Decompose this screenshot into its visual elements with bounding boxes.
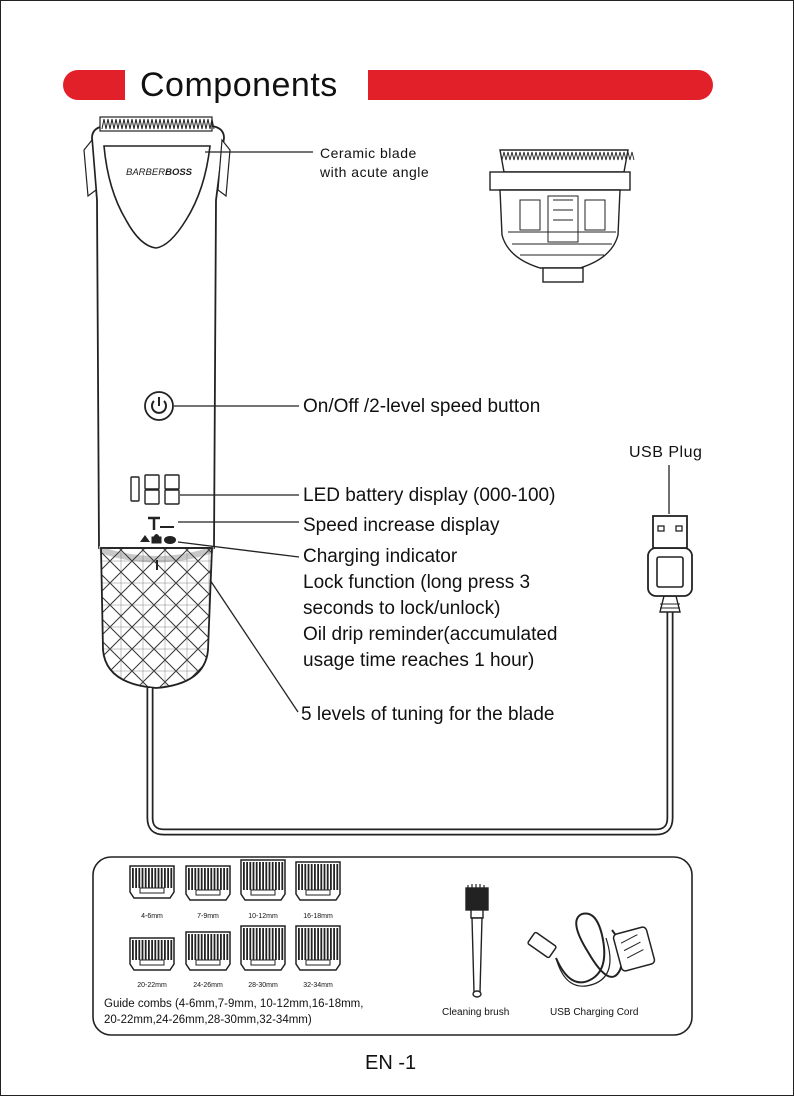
guide-comb-icon [240,859,286,901]
indicator-callout-line5: usage time reaches 1 hour) [303,650,535,671]
indicator-callout-line2: Lock function (long press 3 [303,572,531,593]
accessories-panel [92,856,693,1036]
guide-comb-icon [295,861,341,901]
comb-label: 10-12mm [248,913,278,920]
guide-comb-icon [129,937,175,971]
brush-label: Cleaning brush [442,1007,510,1018]
clipper-body [83,116,231,549]
blade-detail [489,149,635,283]
speed-turbo-icon [148,516,174,530]
comb-label: 7-9mm [197,913,219,920]
guide-comb-icon [185,931,231,971]
usb-plug-callout: USB Plug [629,444,703,461]
blade-callout-line2: with acute angle [320,164,430,180]
comb-label: 24-26mm [193,982,223,989]
led-display [130,474,180,505]
tuning-callout: 5 levels of tuning for the blade [301,704,555,725]
power-button-callout: On/Off /2-level speed button [303,396,541,417]
combs-caption-line1: Guide combs (4-6mm,7-9mm, 10-12mm,16-18m… [104,998,364,1010]
callout-lines [174,151,670,713]
cleaning-brush-icon [465,884,489,998]
indicator-icons [140,534,176,544]
power-button[interactable] [144,391,174,421]
blade-cover [103,145,211,249]
blade-teeth [99,116,215,132]
blade-callout-line1: Ceramic blade [320,145,417,161]
combs-caption-line2: 20-22mm,24-26mm,28-30mm,32-34mm) [104,1014,312,1026]
guide-comb-icon [295,925,341,971]
title-bar-right [368,70,713,100]
indicator-callout-line3: seconds to lock/unlock) [303,598,501,619]
diamond-grip [101,548,212,688]
guide-comb-icon [185,865,231,901]
usb-charging-cord-icon [527,912,656,987]
usb-plug-icon [647,515,693,613]
comb-label: 28-30mm [248,982,278,989]
cord-label: USB Charging Cord [550,1007,639,1018]
page-number: EN -1 [365,1052,417,1074]
brand-logo: BARBERBOSS [126,167,193,178]
comb-label: 20-22mm [137,982,167,989]
indicator-callout-line4: Oil drip reminder(accumulated [303,624,558,645]
led-display-callout: LED battery display (000-100) [303,485,556,506]
speed-display-callout: Speed increase display [303,515,500,536]
comb-label: 16-18mm [303,913,333,920]
comb-label: 32-34mm [303,982,333,989]
page-title: Components [140,66,338,104]
comb-label: 4-6mm [141,913,163,920]
title-bar-left [63,70,125,100]
guide-comb-icon [129,865,175,899]
guide-comb-icon [240,925,286,971]
guide-combs [129,859,341,971]
indicator-callout-line1: Charging indicator [303,546,458,567]
